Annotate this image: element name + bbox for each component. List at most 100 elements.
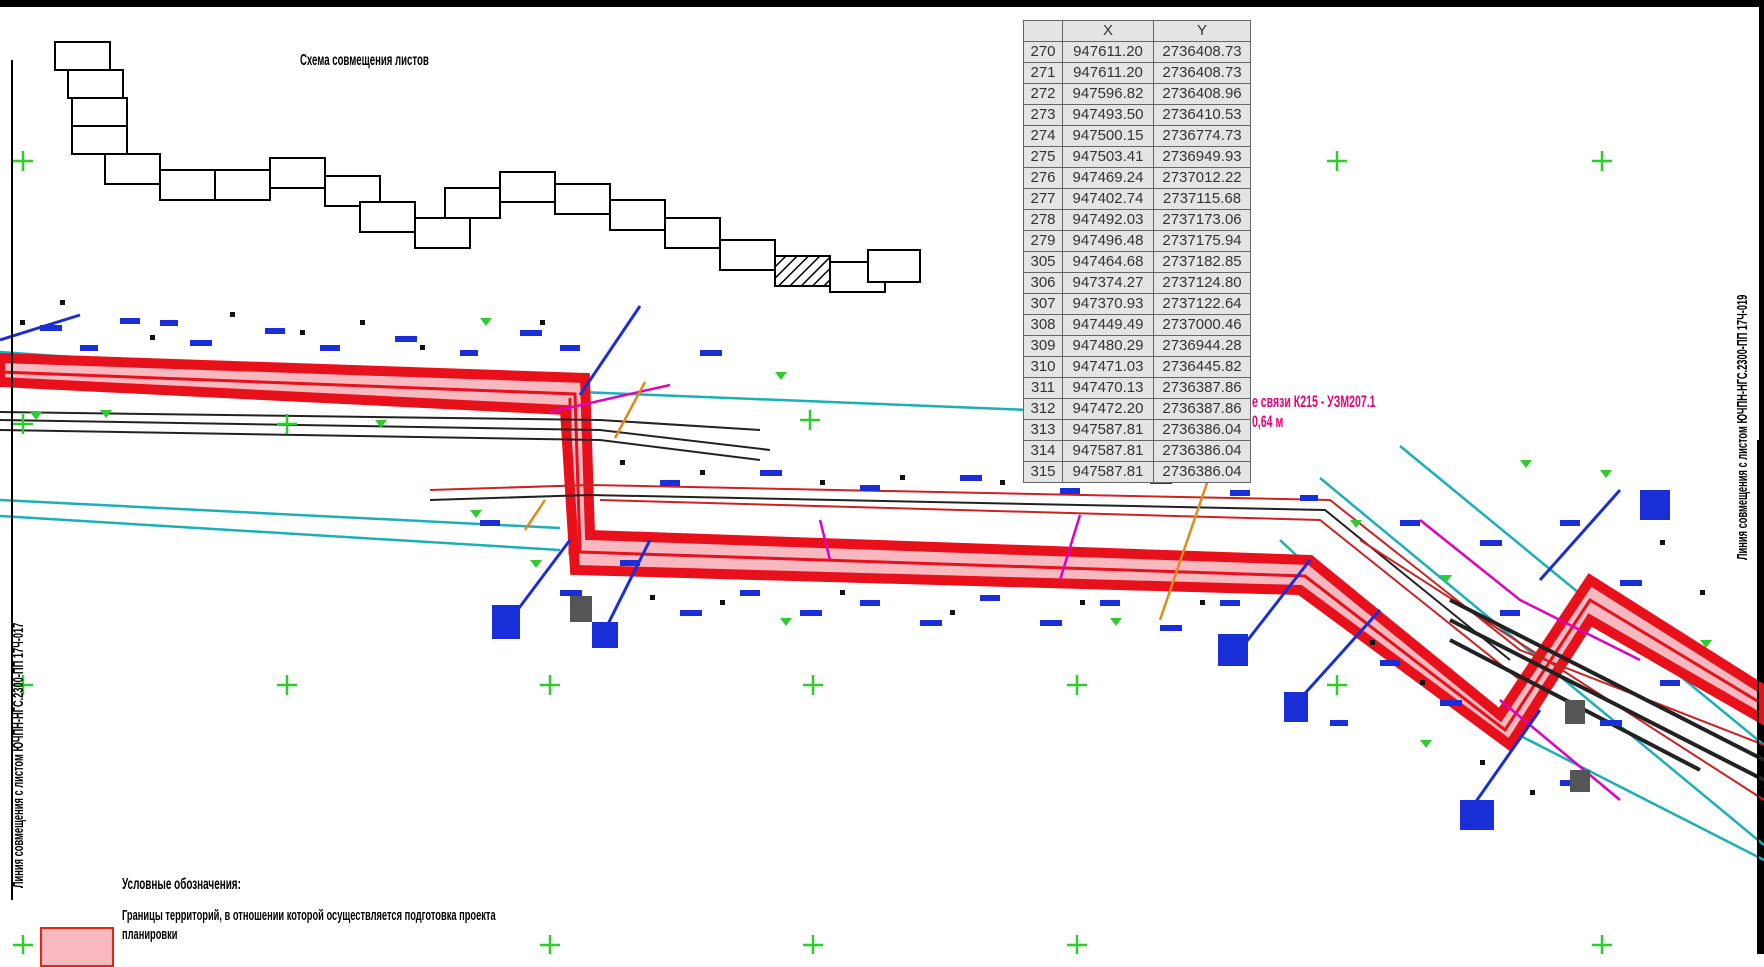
grid-cross: [540, 935, 560, 954]
point-number: 308: [1023, 314, 1063, 336]
grid-cross: [540, 675, 560, 695]
corridor-boundary: [0, 352, 1764, 753]
sheet-index-scheme: [54, 41, 921, 293]
survey-symbols-blue-blocks: [492, 490, 1670, 830]
coord-y: 2736408.73: [1153, 62, 1251, 84]
coord-x: 947587.81: [1062, 419, 1154, 441]
coord-x: 947496.48: [1062, 230, 1154, 252]
coordinates-table-header: X Y: [1023, 20, 1251, 42]
grid-cross: [1067, 675, 1087, 695]
coord-x: 947587.81: [1062, 461, 1154, 483]
coord-x: 947611.20: [1062, 41, 1154, 63]
coord-y: 2736386.04: [1153, 440, 1251, 462]
survey-symbols-green: [30, 318, 1712, 748]
grid-cross: [13, 675, 33, 695]
survey-symbols-grey: [570, 596, 1590, 792]
point-number: 272: [1023, 83, 1063, 105]
legend-boundary-text: Границы территорий, в отношении которой …: [122, 907, 496, 943]
left-sheet-join-label: Линия совмещения с листом ЮЧПН-НГС.2300-…: [10, 622, 27, 888]
grid-cross: [13, 935, 33, 954]
point-number: 279: [1023, 230, 1063, 252]
point-number: 311: [1023, 377, 1063, 399]
coord-x: 947492.03: [1062, 209, 1154, 231]
right-sheet-join-label: Линия совмещения с листом ЮЧПН-НГС.2300-…: [1734, 294, 1751, 560]
coord-x: 947374.27: [1062, 272, 1154, 294]
coord-y: 2737182.85: [1153, 251, 1251, 273]
grid-cross: [1327, 675, 1347, 695]
point-number: 313: [1023, 419, 1063, 441]
grid-cross: [1592, 151, 1612, 171]
coord-x: 947587.81: [1062, 440, 1154, 462]
coord-x: 947472.20: [1062, 398, 1154, 420]
coord-y: 2736949.93: [1153, 146, 1251, 168]
coord-y: 2736387.86: [1153, 377, 1251, 399]
coord-y: 2736408.73: [1153, 41, 1251, 63]
header-x: X: [1062, 20, 1154, 42]
coord-x: 947470.13: [1062, 377, 1154, 399]
coord-y: 2736386.04: [1153, 461, 1251, 483]
grid-cross: [1327, 151, 1347, 171]
point-number: 278: [1023, 209, 1063, 231]
point-number: 273: [1023, 104, 1063, 126]
cyan-lines: [0, 350, 1764, 862]
coord-x: 947402.74: [1062, 188, 1154, 210]
point-number: 315: [1023, 461, 1063, 483]
grid-cross: [800, 410, 820, 430]
point-number: 277: [1023, 188, 1063, 210]
coord-x: 947596.82: [1062, 83, 1154, 105]
pink-annotation: е связи К215 - УЗМ207.1 0,64 м: [1252, 392, 1375, 432]
coord-y: 2736445.82: [1153, 356, 1251, 378]
coord-y: 2737000.46: [1153, 314, 1251, 336]
coord-y: 2737115.68: [1153, 188, 1251, 210]
grid-cross: [277, 414, 297, 434]
coord-x: 947370.93: [1062, 293, 1154, 315]
survey-symbols-blue: [40, 318, 1680, 786]
point-number: 271: [1023, 62, 1063, 84]
coord-x: 947503.41: [1062, 146, 1154, 168]
coord-y: 2736410.53: [1153, 104, 1251, 126]
coord-x: 947611.20: [1062, 62, 1154, 84]
point-number: 275: [1023, 146, 1063, 168]
point-number: 306: [1023, 272, 1063, 294]
coord-y: 2736774.73: [1153, 125, 1251, 147]
header-num: [1023, 20, 1063, 42]
coord-y: 2736387.86: [1153, 398, 1251, 420]
coord-x: 947449.49: [1062, 314, 1154, 336]
coord-x: 947480.29: [1062, 335, 1154, 357]
point-number: 314: [1023, 440, 1063, 462]
coord-y: 2737173.06: [1153, 209, 1251, 231]
pink-annotation-line2: 0,64 м: [1252, 412, 1284, 431]
current-sheet-hatched: [774, 255, 831, 287]
coord-y: 2736408.96: [1153, 83, 1251, 105]
point-number: 276: [1023, 167, 1063, 189]
grid-crosses: [13, 151, 1612, 954]
grid-cross: [803, 675, 823, 695]
grid-cross: [13, 151, 33, 171]
coord-x: 947500.15: [1062, 125, 1154, 147]
coord-x: 947471.03: [1062, 356, 1154, 378]
coord-y: 2737175.94: [1153, 230, 1251, 252]
coord-x: 947493.50: [1062, 104, 1154, 126]
legend-boundary-swatch: [40, 927, 114, 967]
coord-x: 947464.68: [1062, 251, 1154, 273]
point-number: 312: [1023, 398, 1063, 420]
